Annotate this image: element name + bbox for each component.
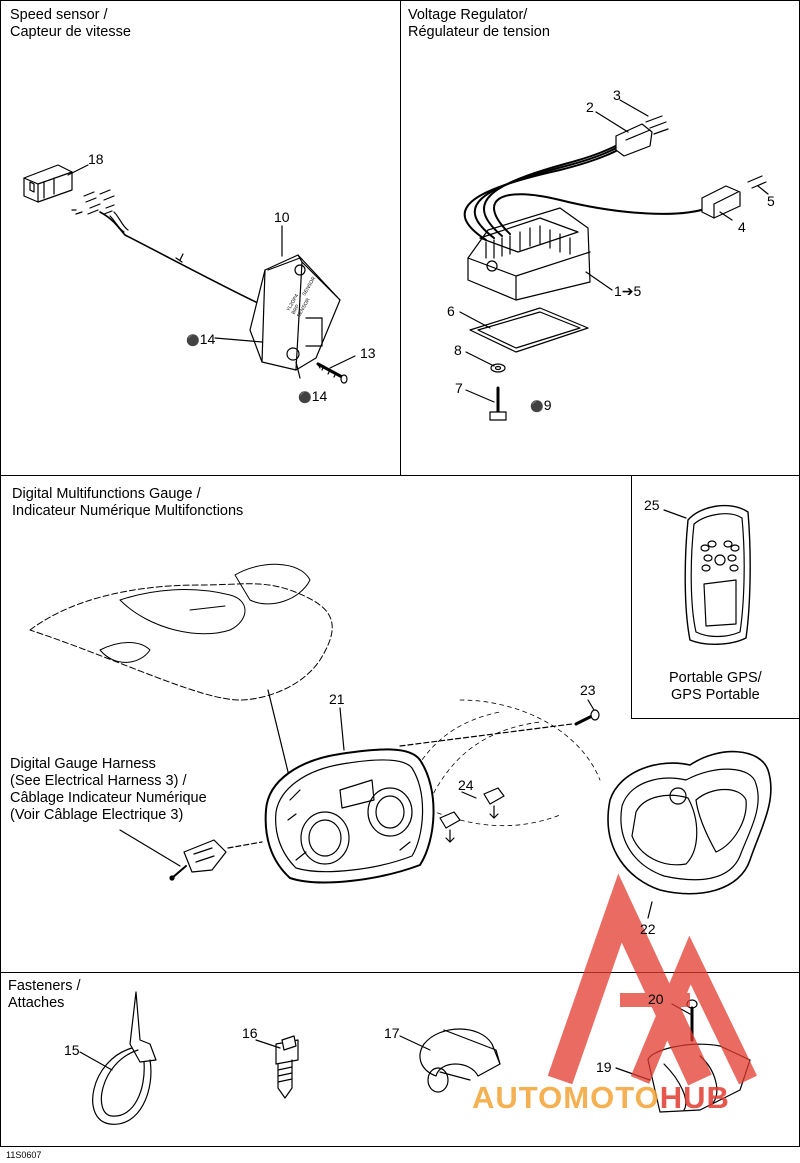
regulator-connector-2 xyxy=(615,123,653,157)
cable-tie-15 xyxy=(92,991,157,1125)
callout-22: 22 xyxy=(640,921,656,937)
regulator-body xyxy=(467,207,591,301)
gps-title: Portable GPS/ GPS Portable xyxy=(669,670,762,703)
callout-2: 2 xyxy=(586,99,594,115)
bezel-22 xyxy=(607,750,772,895)
watermark-brand-left: AUTOMOTO xyxy=(472,1080,660,1115)
clip-17 xyxy=(419,1028,501,1093)
figure-code: 11S0607 xyxy=(6,1150,42,1160)
callout-14a: ⚫14 xyxy=(186,331,216,347)
watermark-logo xyxy=(547,873,758,1086)
gauge-harness-connector xyxy=(169,839,263,881)
plugs-24 xyxy=(439,787,505,843)
hull-outline xyxy=(29,563,333,701)
callout-17: 17 xyxy=(384,1025,400,1041)
callout-6: 6 xyxy=(447,303,455,319)
screw-16 xyxy=(275,1035,299,1099)
callout-15: 15 xyxy=(64,1042,80,1058)
harness-title: Digital Gauge Harness (See Electrical Ha… xyxy=(10,756,207,823)
callout-13: 13 xyxy=(360,345,376,361)
speed-sensor-body xyxy=(249,254,341,371)
callout-18: 18 xyxy=(88,151,104,167)
speed-sensor-connector xyxy=(23,164,73,203)
screw-13 xyxy=(316,362,348,384)
callout-10: 10 xyxy=(274,209,290,225)
regulator-wires xyxy=(463,135,709,241)
callout-21: 21 xyxy=(329,691,345,707)
callout-16: 16 xyxy=(242,1025,258,1041)
callout-8: 8 xyxy=(454,342,462,358)
callout-3: 3 xyxy=(613,87,621,103)
callout-1-5: 1➔5 xyxy=(614,283,642,299)
callout-14b: ⚫14 xyxy=(298,388,328,404)
gps-device xyxy=(684,504,751,645)
gauge-title: Digital Multifunctions Gauge / Indicateu… xyxy=(12,486,244,519)
callout-25: 25 xyxy=(644,497,660,513)
pins-5 xyxy=(747,175,767,189)
voltage-regulator-title: Voltage Regulator/ Régulateur de tension xyxy=(408,7,550,40)
regulator-connector-4 xyxy=(701,185,741,219)
callout-24: 24 xyxy=(458,777,474,793)
watermark-text: AUTOMOTOHUB xyxy=(472,1080,730,1116)
callout-4: 4 xyxy=(738,219,746,235)
watermark-brand-right: HUB xyxy=(659,1080,730,1115)
connector-pins xyxy=(71,189,115,215)
callout-23: 23 xyxy=(580,682,596,698)
pins-3 xyxy=(645,115,669,135)
callout-20: 20 xyxy=(648,991,664,1007)
speed-sensor-title: Speed sensor / Capteur de vitesse xyxy=(10,7,131,40)
washer-8 xyxy=(490,363,506,373)
screw-23 xyxy=(399,709,600,747)
gasket-6 xyxy=(469,307,589,353)
dash-outline xyxy=(409,699,601,827)
fasteners-title: Fasteners / Attaches xyxy=(8,978,81,1011)
sensor-wire xyxy=(99,211,263,306)
screw-7 xyxy=(489,386,507,421)
gauge-cluster xyxy=(264,748,435,884)
callout-19: 19 xyxy=(596,1059,612,1075)
callout-7: 7 xyxy=(455,380,463,396)
callout-5: 5 xyxy=(767,193,775,209)
callout-9: ⚫9 xyxy=(530,397,552,413)
